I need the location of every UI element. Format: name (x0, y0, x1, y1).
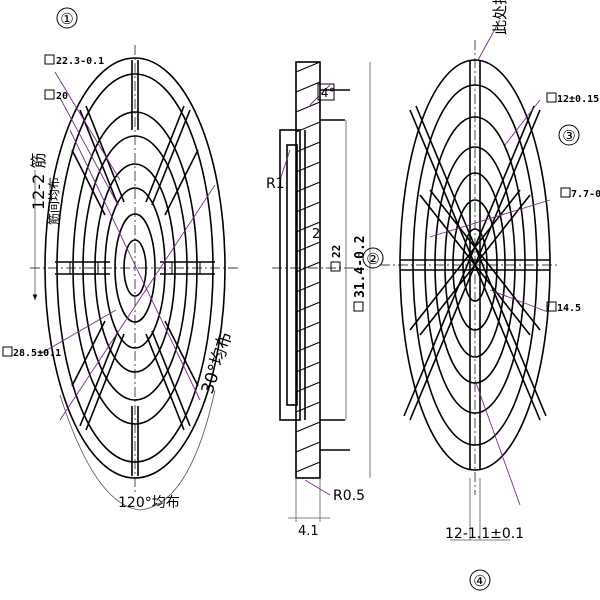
view-2-section: 4° R1 2 22 31.4-0.2 ② R0.5 4.1 (266, 61, 384, 539)
angle-4-text: 4° (321, 86, 335, 100)
view-1-front: ① 22.3-0.1 20 12-2 筋 筋间均布 28.5±0.1 30°均布… (2, 7, 240, 511)
view-3-front: 此处拔模2° 12±0.15 ③ 7.7-0.1 14.5 12-1.1±0.1… (380, 0, 600, 591)
dim-box-icon (560, 187, 571, 198)
dim-41-text: 4.1 (298, 524, 319, 539)
dim-285-text: 28.5±0.1 (13, 348, 61, 359)
r05-text: R0.5 (333, 488, 365, 504)
dim-box-icon (546, 301, 557, 312)
dim-box-icon (2, 346, 13, 357)
dim-20-text: 20 (56, 91, 68, 102)
dim-box-icon (353, 301, 364, 312)
dim-box-icon (44, 89, 55, 100)
view-1-callout (56, 7, 78, 29)
view-2-number: ② (366, 250, 379, 268)
r1-text: R1 (266, 176, 285, 192)
dim-box-icon (330, 261, 341, 272)
view-4-number: ④ (473, 572, 486, 590)
ribs-note-2: 筋间均布 (46, 177, 61, 225)
dim-2-text: 2 (312, 227, 320, 242)
view-4-callout (469, 569, 491, 591)
view-1-number: ① (60, 10, 73, 28)
dim-box-icon (44, 54, 55, 65)
dim-22-text: 22 (330, 245, 343, 258)
angle-box (317, 83, 335, 101)
dim-12-text: 12±0.15 (557, 94, 599, 105)
ribs-note: 12-2 筋 (29, 153, 48, 210)
dim-outer-text: 22.3-0.1 (56, 56, 104, 67)
dim-box-icon (546, 92, 557, 103)
view-2-callout (362, 247, 384, 269)
draft-note: 此处拔模2° (491, 0, 509, 35)
view-3-number: ③ (562, 127, 575, 145)
slots-note: 12-1.1±0.1 (445, 526, 524, 542)
view-3-callout (558, 124, 580, 146)
dim-145-text: 14.5 (557, 303, 581, 314)
dim-314-text: 31.4-0.2 (353, 235, 368, 298)
angle-120-text: 120°均布 (118, 495, 180, 511)
dim-77-text: 7.7-0.1 (571, 189, 600, 200)
